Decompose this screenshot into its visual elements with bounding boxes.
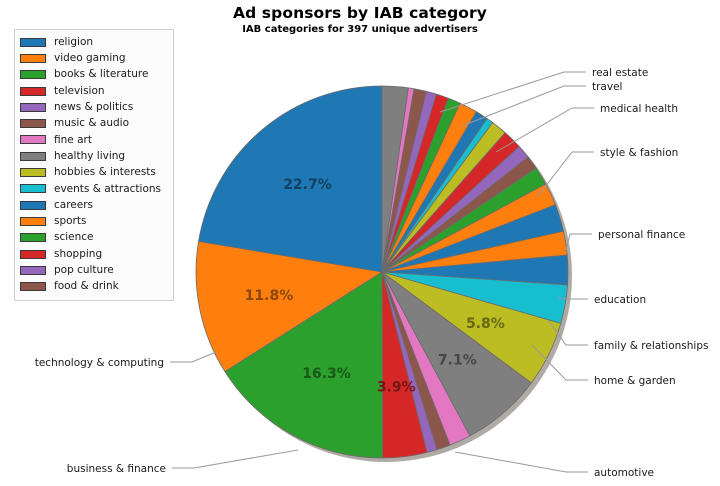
legend-item-sports[interactable]: sports [20,213,168,229]
legend-item-label: careers [54,198,94,211]
legend-item-label: news & politics [54,101,134,114]
legend-item-label: shopping [54,247,103,260]
callout-leader-line [565,233,592,251]
legend-swatch [20,233,46,243]
chart-subtitle: IAB categories for 397 unique advertiser… [242,24,478,35]
legend-swatch [20,168,46,178]
pie-slice-technology-computing[interactable] [198,85,383,273]
legend-item-hobbies-interests[interactable]: hobbies & interests [20,164,168,180]
legend-item-careers[interactable]: careers [20,197,168,213]
callout-label-automotive: automotive [594,467,654,479]
legend-swatch [20,135,46,145]
callout-leader-line [547,319,588,346]
pie-percent-label: 3.9% [377,379,416,395]
legend-swatch [20,200,46,210]
pie-callouts: real estate travel medical health style & f… [35,67,709,479]
legend-item-label: pop culture [54,264,114,277]
legend-item-news-politics[interactable]: news & politics [20,99,168,115]
pie-slice-business-finance[interactable] [195,240,384,373]
legend-swatch [20,70,46,80]
pie-percent-label: 5.8% [466,316,505,332]
legend-swatch [20,151,46,161]
legend-item-events-attractions[interactable]: events & attractions [20,181,168,197]
legend-swatch [20,86,46,96]
pie-percent-label: 7.1% [438,352,477,368]
legend-item-books-literature[interactable]: books & literature [20,67,168,83]
callout-label-medical-health: medical health [600,103,678,115]
legend-item-label: television [54,84,105,97]
callout-leader-line [170,351,217,363]
legend-swatch [20,265,46,275]
callout-leader-line [172,449,299,469]
legend-item-label: science [54,231,94,244]
legend: religion video gaming books & literature te… [14,29,174,301]
legend-swatch [20,249,46,259]
legend-swatch [20,53,46,63]
pie-percent-label: 22.7% [283,177,332,193]
callout-label-family-relationships: family & relationships [594,340,708,352]
pie-slices [195,85,569,459]
callout-label-technology-computing: technology & computing [35,357,164,369]
legend-item-label: video gaming [54,52,126,65]
legend-swatch [20,102,46,112]
legend-item-label: books & literature [54,68,149,81]
callout-label-education: education [594,294,646,306]
callout-leader-line [531,344,588,381]
legend-item-shopping[interactable]: shopping [20,246,168,262]
legend-swatch [20,216,46,226]
legend-item-pop-culture[interactable]: pop culture [20,262,168,278]
callout-leader-line [557,297,588,300]
legend-item-video-gaming[interactable]: video gaming [20,50,168,66]
legend-item-television[interactable]: television [20,83,168,99]
legend-swatch [20,184,46,194]
pie-percent-label: 16.3% [302,366,351,382]
legend-item-fine-art[interactable]: fine art [20,132,168,148]
legend-swatch [20,37,46,47]
legend-swatch [20,119,46,129]
pie-percent-label: 11.8% [245,288,294,304]
callout-leader-line [495,107,594,153]
legend-item-religion[interactable]: religion [20,34,168,50]
callout-leader-line [537,151,594,197]
legend-item-label: hobbies & interests [54,166,156,179]
legend-item-food-drink[interactable]: food & drink [20,278,168,294]
legend-item-healthy-living[interactable]: healthy living [20,148,168,164]
legend-swatch [20,282,46,292]
chart-title: Ad sponsors by IAB category [233,4,487,22]
callout-label-business-finance: business & finance [67,463,166,475]
legend-item-label: food & drink [54,280,119,293]
callout-leader-line [461,85,586,127]
legend-item-science[interactable]: science [20,230,168,246]
callout-label-home-garden: home & garden [594,375,676,387]
legend-item-label: events & attractions [54,182,162,195]
legend-item-music-audio[interactable]: music & audio [20,115,168,131]
callout-label-personal-finance: personal finance [598,229,685,241]
pie-percent-labels: 5.8% 7.1% 3.9% 16.3% 11.8% 22.7% [245,177,505,395]
callout-leader-line [454,451,588,473]
legend-item-label: sports [54,215,87,228]
callout-label-real-estate: real estate [592,67,648,79]
callout-label-style-fashion: style & fashion [600,147,678,159]
legend-item-label: music & audio [54,117,130,130]
legend-item-label: fine art [54,133,92,146]
legend-item-label: religion [54,35,94,48]
callout-leader-line [439,71,586,113]
callout-label-travel: travel [592,81,622,93]
legend-item-label: healthy living [54,149,126,162]
pie-slice-automotive[interactable] [224,271,383,459]
